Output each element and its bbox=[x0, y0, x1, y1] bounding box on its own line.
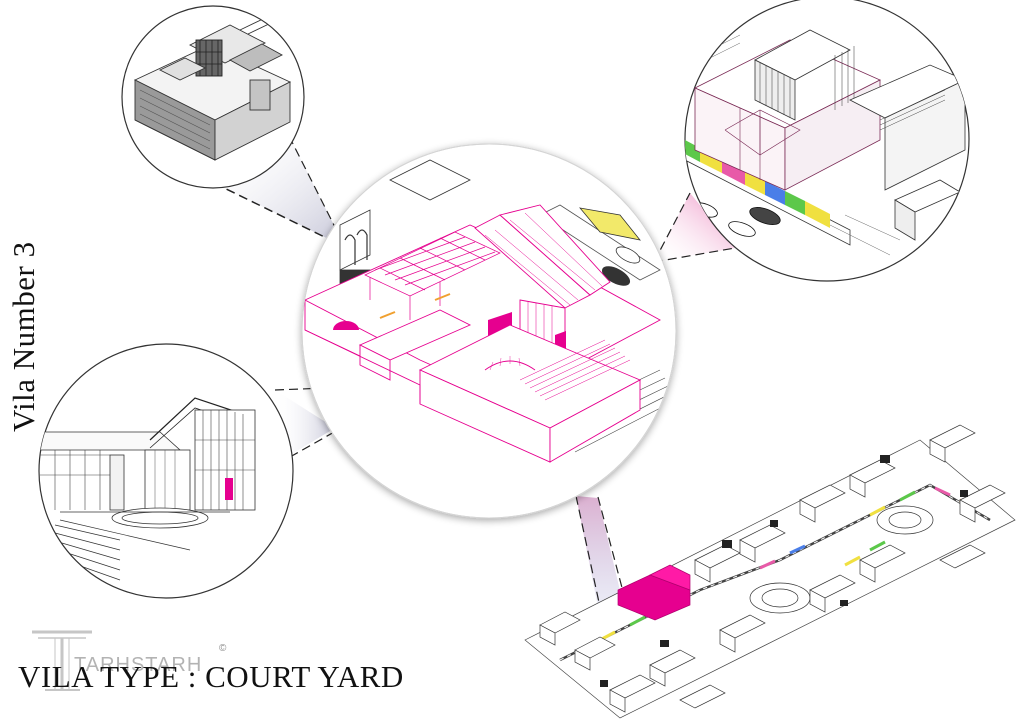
connector-top-right bbox=[653, 192, 736, 263]
courtyard-villa-model bbox=[303, 159, 673, 463]
watermark-text: TARHSTARH bbox=[74, 654, 203, 676]
vertical-title: Vila Number 3 bbox=[6, 241, 41, 432]
site-plan-isometric bbox=[524, 424, 1016, 719]
detail-view-top-left bbox=[121, 5, 305, 189]
connector-bottom bbox=[575, 495, 626, 608]
detail-view-left bbox=[38, 343, 294, 599]
center-circle-border bbox=[301, 143, 677, 519]
bottom-title: VILA TYPE : COURT YARD bbox=[18, 659, 404, 694]
detail-view-top-right bbox=[684, 0, 970, 282]
watermark-copyright: © bbox=[219, 643, 227, 654]
watermark-logo bbox=[32, 630, 92, 691]
